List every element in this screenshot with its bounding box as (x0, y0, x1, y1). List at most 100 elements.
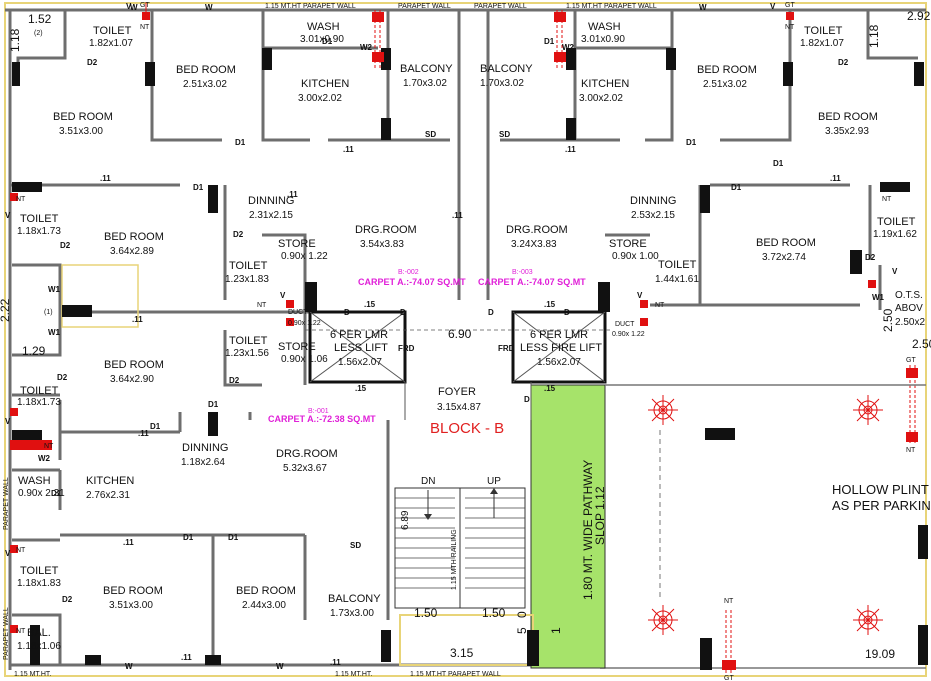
railing-label: 1.15 MTH RAILING (451, 529, 458, 590)
room-dim: 3.51x3.00 (59, 126, 103, 137)
svg-text:NT: NT (16, 196, 26, 203)
svg-text:.15: .15 (355, 384, 367, 393)
svg-text:DUCT: DUCT (288, 309, 308, 316)
svg-text:D1: D1 (235, 138, 246, 147)
parapet-label: 1.15 MT.HT. (14, 671, 51, 678)
room-dim: 1.18x1.73 (17, 397, 61, 408)
room-dim: 3.64x2.89 (110, 246, 154, 257)
svg-text:V: V (770, 2, 776, 11)
dimension: 3.15 (450, 646, 474, 660)
svg-text:GT: GT (140, 2, 150, 9)
stair-up: UP (487, 476, 501, 487)
room-dim: 1.70x3.02 (480, 78, 524, 89)
svg-text:FRD: FRD (498, 344, 515, 353)
svg-text:.15: .15 (544, 300, 556, 309)
room-dim: 3.01x0.90 (300, 34, 344, 45)
svg-text:D2: D2 (233, 230, 244, 239)
room-name: BED ROOM (756, 237, 816, 249)
svg-text:.11: .11 (100, 174, 111, 183)
room-name: TOILET (93, 25, 132, 37)
parapet-label: 1.15 MT.HT. (335, 671, 372, 678)
room-name: BED ROOM (103, 585, 163, 597)
dimension: 1 (549, 627, 563, 634)
interior-walls (10, 10, 918, 665)
room-dim: 5.32x3.67 (283, 463, 327, 474)
room-name: DRG.ROOM (276, 448, 338, 460)
svg-text:GT: GT (785, 2, 795, 9)
pathway-area (530, 384, 606, 669)
room-name: STORE (278, 341, 316, 353)
lift-core (305, 310, 610, 420)
room-dim: 2.76x2.31 (86, 490, 130, 501)
structural-columns (12, 48, 928, 670)
svg-text:.11: .11 (181, 653, 192, 662)
hollow-plinth-label: HOLLOW PLINT (832, 482, 929, 497)
room-name: BALCONY (400, 63, 453, 75)
parapet-label: PARAPET WALL (398, 3, 451, 10)
dimension: 5 (515, 627, 529, 634)
dimension: (1) (44, 309, 53, 316)
svg-text:GT: GT (724, 675, 734, 681)
room-name: KITCHEN (86, 475, 134, 487)
lift-label: LESS FIRE LIFT (520, 342, 602, 354)
svg-text:D1: D1 (322, 37, 333, 46)
dimension: 6.90 (448, 327, 472, 341)
room-name: BED ROOM (104, 359, 164, 371)
room-dim: 1.23x1.83 (225, 274, 269, 285)
dimension: (2) (34, 30, 43, 37)
svg-text:.11: .11 (138, 429, 149, 438)
room-name: KITCHEN (581, 78, 629, 90)
carpet-area: CARPET A.:-74.07 SQ.MT (478, 277, 586, 287)
room-dim: 0.90x 1.06 (281, 354, 328, 365)
svg-text:0.90x 1.22: 0.90x 1.22 (612, 331, 645, 338)
room-name: DINNING (182, 442, 228, 454)
room-name: TOILET (658, 259, 697, 271)
svg-text:NT: NT (44, 443, 54, 450)
room-dim: 2.53x2.15 (631, 210, 675, 221)
svg-text:NT: NT (906, 447, 916, 454)
room-dim: 3.00x2.02 (579, 93, 623, 104)
room-name: DRG.ROOM (506, 224, 568, 236)
svg-text:NT: NT (655, 302, 665, 309)
svg-text:.11: .11 (452, 211, 463, 220)
svg-text:NT: NT (724, 598, 734, 605)
room-dim: 1.82x1.07 (89, 38, 133, 49)
svg-text:W2: W2 (562, 43, 575, 52)
svg-text:D1: D1 (208, 400, 219, 409)
svg-text:D2: D2 (62, 595, 73, 604)
stair-height: 6.89 (400, 510, 411, 530)
svg-text:D2: D2 (60, 241, 71, 250)
svg-text:V: V (280, 291, 286, 300)
room-dim: 2.51x3.02 (703, 79, 747, 90)
svg-text:.11: .11 (830, 174, 841, 183)
room-dim: 3.00x2.02 (298, 93, 342, 104)
room-dim: 1.73x3.00 (330, 608, 374, 619)
room-name: WASH (18, 475, 51, 487)
svg-text:W: W (130, 3, 138, 12)
room-name: TOILET (229, 260, 268, 272)
svg-text:D: D (564, 308, 570, 317)
room-dim: 2.51x3.02 (183, 79, 227, 90)
hollow-plinth-label: AS PER PARKIN (832, 498, 931, 513)
room-dim: 2.44x3.00 (242, 600, 286, 611)
dimension: 2.92 (907, 9, 931, 23)
room-name: DRG.ROOM (355, 224, 417, 236)
svg-text:D2: D2 (87, 58, 98, 67)
room-dim: 3.64x2.90 (110, 374, 154, 385)
room-dim: 3.01x0.90 (581, 34, 625, 45)
svg-text:D: D (400, 308, 406, 317)
room-name: TOILET (229, 335, 268, 347)
lift-dim: 1.56x2.07 (338, 357, 382, 368)
svg-text:.11: .11 (287, 190, 298, 199)
room-name: DINNING (630, 195, 676, 207)
room-name: STORE (278, 238, 316, 250)
pathway-slope: SLOP 1.12 (593, 486, 607, 545)
room-dim: 1.18x2.64 (181, 457, 225, 468)
svg-text:.11: .11 (330, 658, 341, 667)
room-dim: 1.19x1.62 (873, 229, 917, 240)
room-dim: 1.70x3.02 (403, 78, 447, 89)
svg-text:W1: W1 (48, 285, 61, 294)
room-name: WASH (588, 21, 621, 33)
svg-text:.15: .15 (364, 300, 376, 309)
